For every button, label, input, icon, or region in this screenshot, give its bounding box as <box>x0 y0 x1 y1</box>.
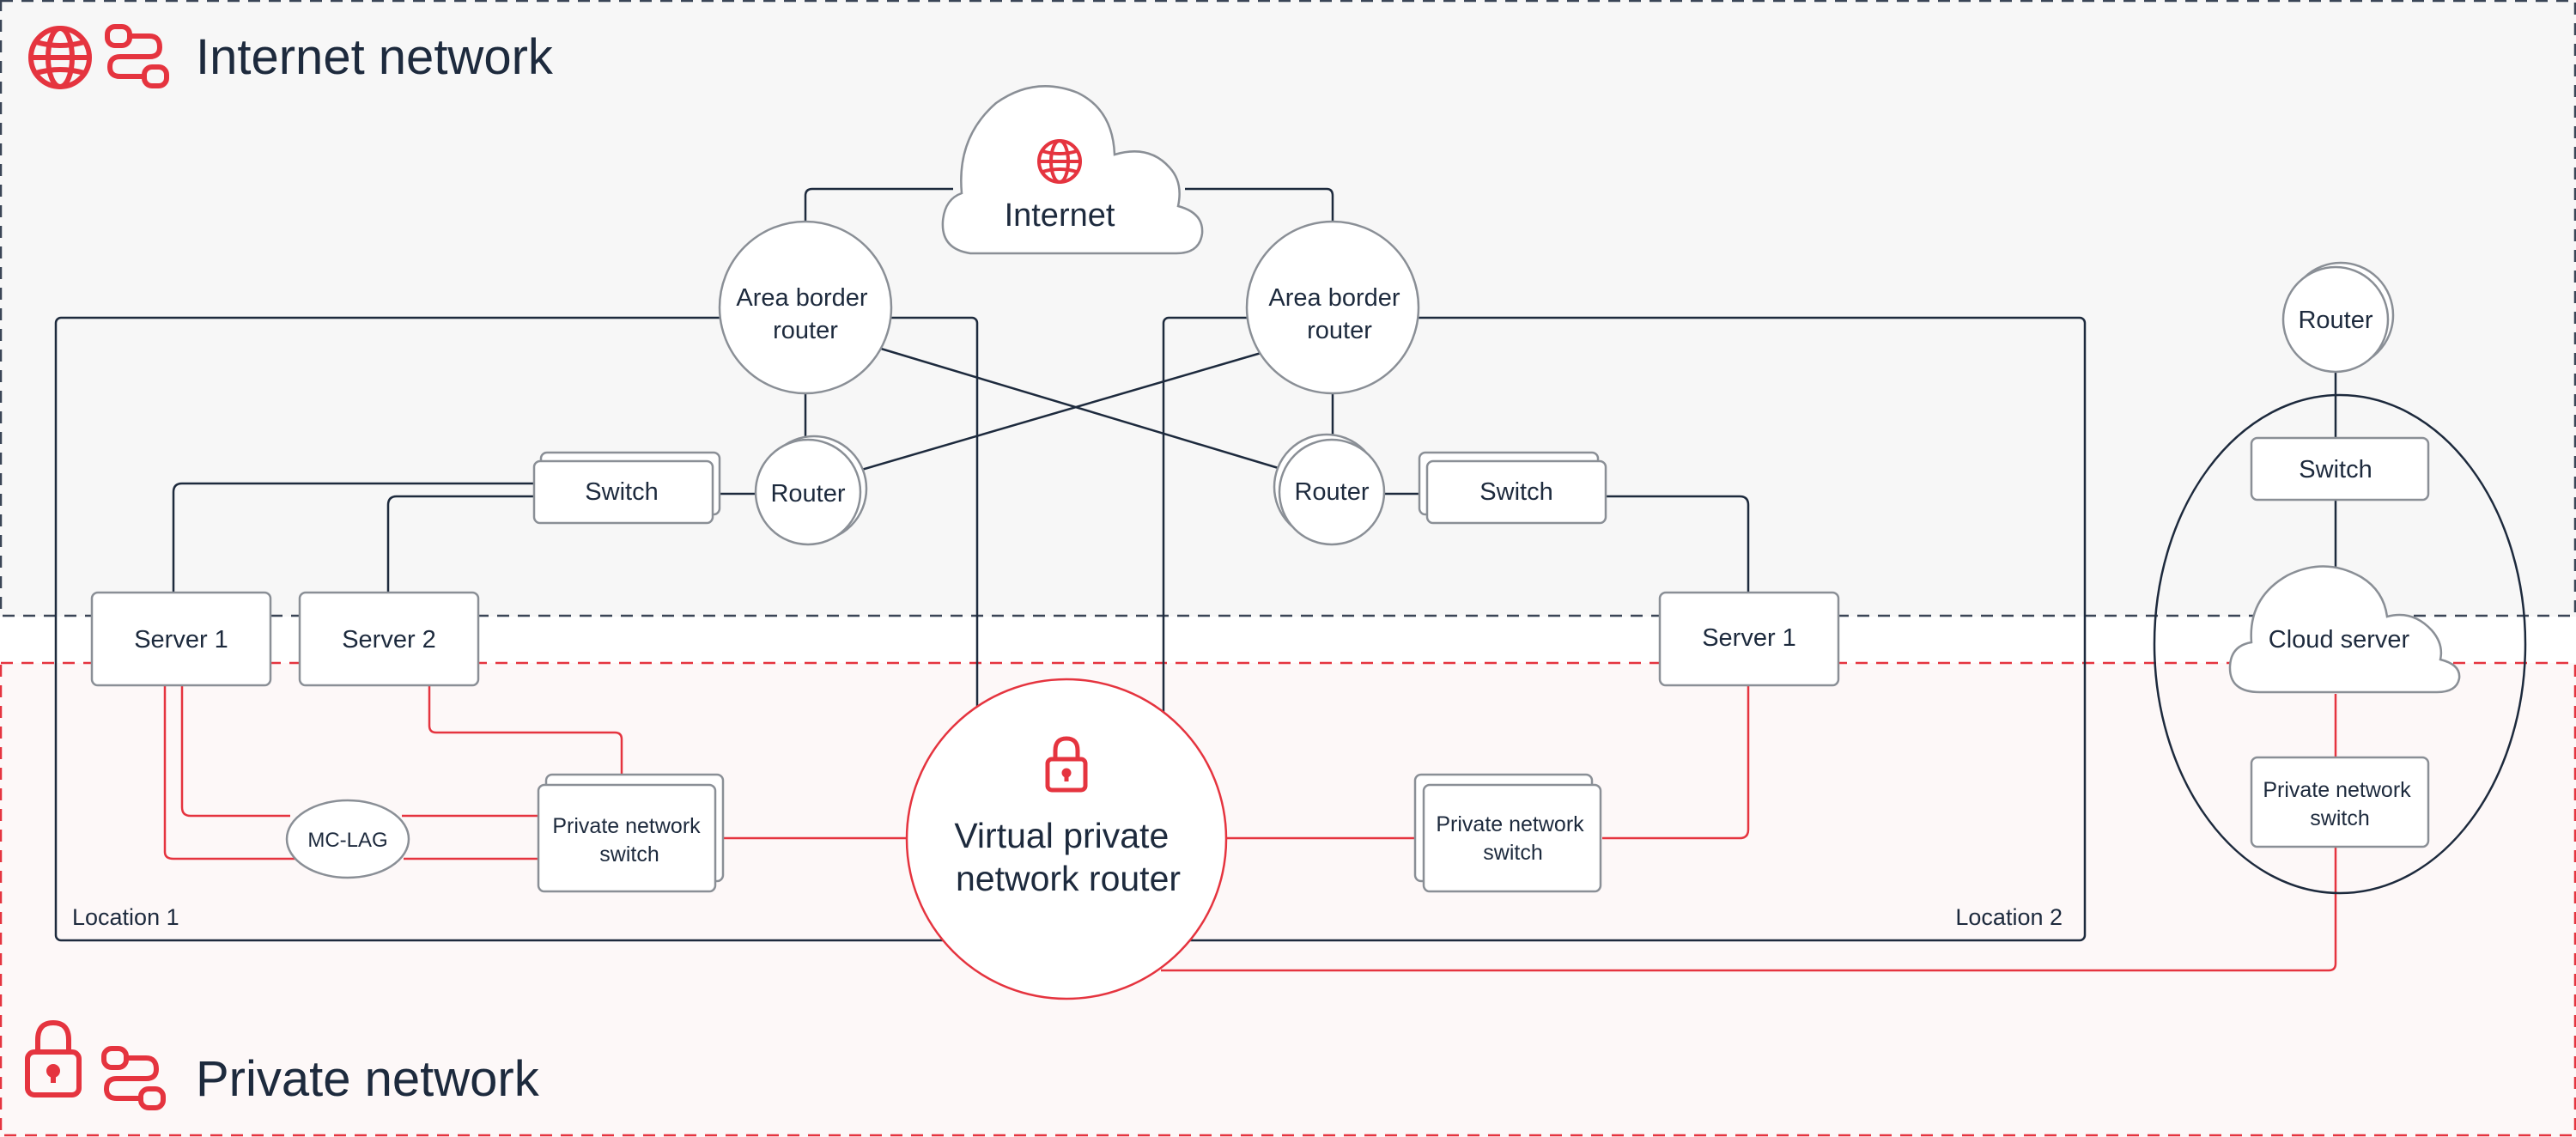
abr-right-line-1: Area border <box>1268 284 1400 312</box>
server-1-location-2: Server 1 <box>1658 591 1840 687</box>
cloud-server: Cloud server <box>2228 565 2461 694</box>
switch-right: Switch <box>1418 451 1607 525</box>
internet-zone-border <box>0 0 2576 617</box>
lock-icon <box>25 1019 82 1097</box>
network-topology-icon <box>105 24 169 88</box>
lock-icon <box>1045 736 1088 793</box>
private-network-switch-right: Private network switch <box>1413 773 1602 893</box>
area-border-router-left: Area border router <box>718 220 893 395</box>
mc-lag-label: MC-LAG <box>307 829 387 852</box>
virtual-private-network-router: Virtual private network router <box>905 678 1228 1000</box>
cloud-server-label: Cloud server <box>2269 626 2410 654</box>
router-left: Router <box>754 435 868 546</box>
location-2-label: Location 2 <box>1955 904 2063 930</box>
server-2-location-1: Server 2 <box>298 591 480 687</box>
server-1-left-label: Server 1 <box>134 626 228 654</box>
private-zone-border <box>0 661 2576 1137</box>
abr-left-line-2: router <box>773 317 838 344</box>
private-zone <box>0 663 2576 1137</box>
mc-lag: MC-LAG <box>285 799 410 879</box>
cloud-router-label: Router <box>2298 307 2372 334</box>
switch-right-label: Switch <box>1479 478 1552 506</box>
private-links <box>163 685 2337 972</box>
pns-left-line-2: switch <box>599 842 659 866</box>
svg-text:Private network switch: Private network switch <box>1436 812 1589 865</box>
server-1-right-label: Server 1 <box>1702 624 1796 652</box>
private-network-switch-left: Private network switch <box>537 773 725 893</box>
svg-text:Private network switch: Private network switch <box>2263 778 2416 830</box>
private-zone-title: Private network <box>196 1051 540 1107</box>
cloud-pns-line-1: Private network <box>2263 778 2411 802</box>
server-1-location-1: Server 1 <box>90 591 272 687</box>
vpn-router-line-1: Virtual private <box>954 816 1169 855</box>
svg-text:Area border router: Area border router <box>1268 284 1406 344</box>
svg-text:Private network switch: Private network switch <box>552 814 706 866</box>
switch-left: Switch <box>532 451 721 525</box>
router-left-label: Router <box>770 480 845 508</box>
router-right: Router <box>1273 433 1386 546</box>
svg-text:Virtual private network: Virtual private network router <box>954 816 1181 898</box>
location-2-frame <box>1162 316 2087 942</box>
switch-left-label: Switch <box>585 478 658 506</box>
abr-right-line-2: router <box>1307 317 1372 344</box>
internet-cloud: Internet <box>941 85 1204 255</box>
globe-icon <box>28 26 92 89</box>
area-border-router-right: Area border router <box>1245 220 1420 395</box>
server-2-left-label: Server 2 <box>342 626 436 654</box>
cloud-switch-label: Switch <box>2299 456 2372 483</box>
svg-text:Area border router: Area border router <box>736 284 874 344</box>
internet-zone-title: Internet network <box>196 29 554 85</box>
pns-right-line-2: switch <box>1483 841 1542 865</box>
cloud-pns-line-2: switch <box>2310 806 2369 830</box>
internet-links <box>172 187 2337 593</box>
router-right-label: Router <box>1294 478 1369 506</box>
cloud-switch: Switch <box>2250 436 2430 502</box>
globe-icon <box>1037 139 1082 184</box>
vpn-router-line-2: network router <box>956 859 1181 898</box>
pns-right-line-1: Private network <box>1436 812 1584 836</box>
internet-cloud-label: Internet <box>1005 198 1115 234</box>
location-1-frame <box>54 316 979 942</box>
cloud-private-network-switch: Private network switch <box>2250 756 2430 848</box>
abr-left-line-1: Area border <box>736 284 867 312</box>
location-1-label: Location 1 <box>72 904 179 930</box>
pns-left-line-1: Private network <box>552 814 701 838</box>
cloud-router: Router <box>2281 261 2395 374</box>
cloud-cluster-boundary <box>2153 393 2527 895</box>
network-topology-icon <box>101 1046 166 1110</box>
